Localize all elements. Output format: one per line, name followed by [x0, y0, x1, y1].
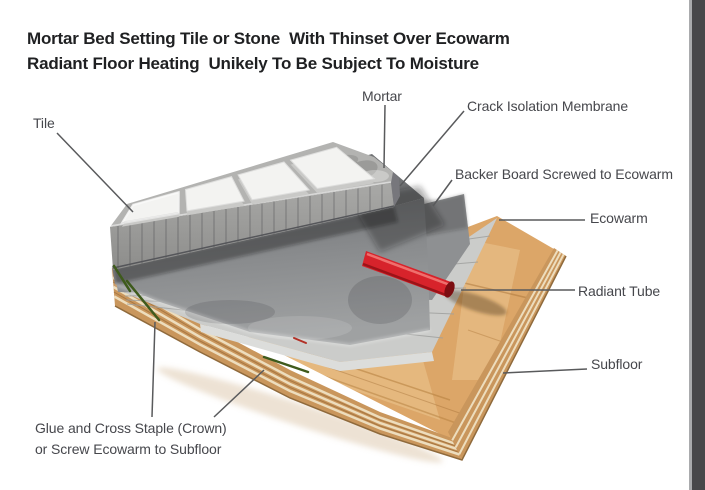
leader-subfloor: [502, 368, 588, 374]
tile: [184, 176, 245, 216]
tile: [237, 161, 311, 205]
mortar-bottom-edge: [112, 205, 395, 269]
membrane-sheet: [112, 198, 430, 345]
leader-lines: [56, 104, 588, 418]
plywood-front-face: [112, 268, 462, 460]
label-tile: Tile: [33, 115, 55, 131]
page-edge-light-line: [689, 0, 692, 490]
mortar-front-face: [110, 183, 394, 270]
staple-left-2: [125, 279, 161, 322]
assembly-ground-shadow: [157, 367, 443, 463]
label-backer-board: Backer Board Screwed to Ecowarm: [455, 166, 673, 182]
tube-end-cap: [444, 281, 455, 298]
label-glue-staple: Glue and Cross Staple (Crown) or Screw E…: [35, 420, 227, 457]
leader-glue-staple-2: [213, 369, 265, 418]
red-fastener-mark: [293, 337, 307, 344]
plywood-end-laminations: [451, 249, 565, 455]
label-mortar: Mortar: [362, 88, 402, 104]
tube-shade: [362, 262, 447, 297]
plywood-bottom-edge: [114, 255, 567, 461]
page-edge-bar: [692, 0, 705, 490]
mortar-face-striations: [117, 184, 383, 269]
label-radiant-tube: Radiant Tube: [578, 283, 661, 299]
ecowarm-front-edge: [200, 324, 434, 371]
staple-left: [112, 264, 132, 293]
membrane-edge-highlight: [114, 283, 431, 347]
tube-highlight: [366, 252, 451, 287]
tile-layer: [119, 146, 376, 227]
plywood-front-lamination-shadows: [112, 281, 459, 453]
membrane-texture: [185, 300, 275, 324]
leader-glue-staple-1: [151, 321, 156, 418]
leader-backer-board: [432, 179, 453, 207]
membrane-texture: [248, 316, 352, 340]
tile: [289, 146, 376, 193]
mortar-end-face: [391, 172, 400, 207]
label-subfloor: Subfloor: [591, 356, 643, 372]
membrane-texture: [348, 276, 412, 324]
leader-crack-isolation-membrane: [399, 110, 465, 187]
diagram-title: Mortar Bed Setting Tile or Stone With Th…: [27, 29, 510, 73]
staples: [112, 264, 310, 374]
plywood-front-laminations: [112, 276, 460, 456]
membrane-valley-shadow: [113, 207, 398, 284]
tile: [119, 190, 180, 227]
tube-shadow: [445, 290, 507, 316]
leader-tile: [56, 132, 134, 213]
tube-body: [362, 251, 451, 297]
label-ecowarm: Ecowarm: [590, 210, 648, 226]
radiant-tube: [362, 251, 507, 316]
leader-mortar: [383, 104, 386, 169]
label-crack-isolation-membrane: Crack Isolation Membrane: [467, 98, 628, 114]
staple-front: [262, 355, 310, 374]
